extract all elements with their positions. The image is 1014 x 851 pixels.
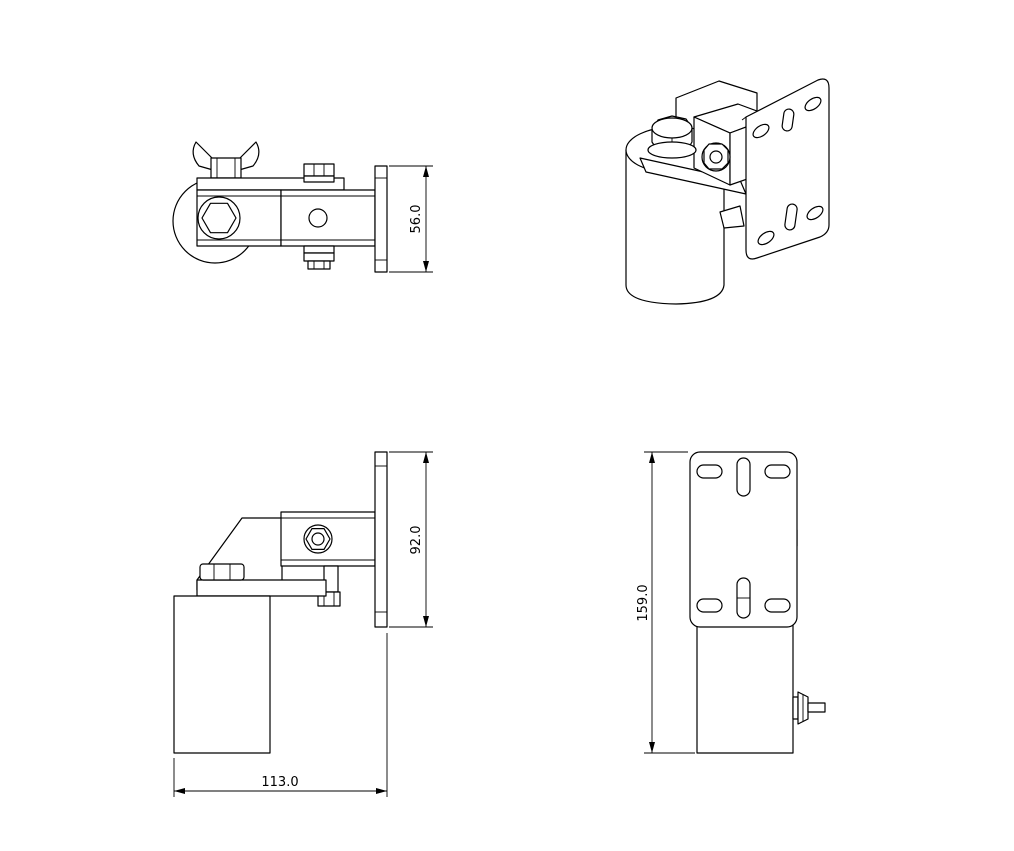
side-view: 159.0 <box>636 451 826 754</box>
dim-front-width: 113.0 <box>261 775 298 790</box>
front-view: 92.0 113.0 <box>173 451 433 797</box>
wing-nut <box>192 141 260 179</box>
isometric-view <box>625 78 830 305</box>
dim-top-height: 56.0 <box>409 205 424 234</box>
dim-side-height: 159.0 <box>636 584 651 621</box>
top-view: 56.0 <box>172 141 433 273</box>
dim-front-height: 92.0 <box>409 526 424 555</box>
